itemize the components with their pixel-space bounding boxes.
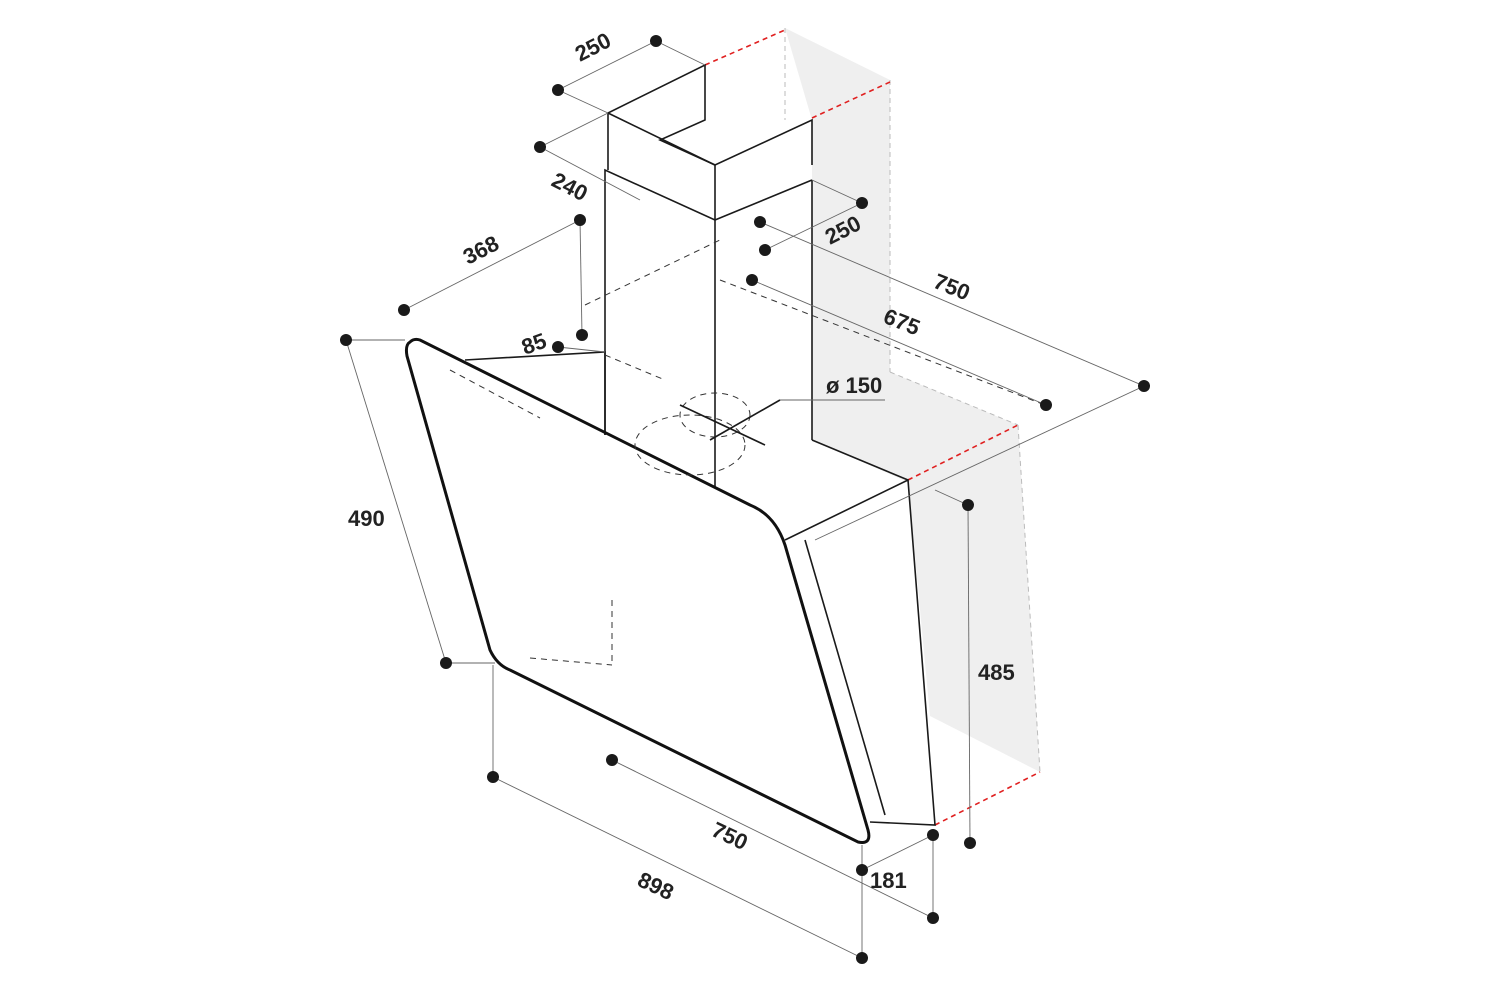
upper-chimney [607,63,813,170]
dim-label-240: 240 [548,167,592,206]
hidden-line [719,279,1046,406]
dim-label-485: 485 [978,660,1015,685]
wall-arrow [704,29,786,66]
dim-label-250-top: 250 [571,28,615,67]
upper-chimney-edge [607,112,716,166]
dim-label-750-front: 750 [708,817,752,855]
wall-arrow [934,771,1041,826]
dimension-lines [345,40,1145,959]
dim-label-duct-diameter: ø 150 [826,373,882,398]
dim-label-181: 181 [870,868,907,893]
hidden-line [449,369,541,419]
dim-label-368: 368 [459,231,503,270]
dim-label-898: 898 [634,867,678,905]
hidden-line [604,354,666,381]
wall-arrow [907,424,1019,481]
duct-hole [634,414,746,476]
side-panel-edge [804,539,886,816]
lower-chimney [604,168,813,435]
dimension-endpoints [340,35,1150,964]
glass-panel [404,337,871,844]
dim-label-490: 490 [348,506,385,531]
side-panel [784,478,936,826]
hidden-line [529,657,613,666]
wall-edge [1017,424,1041,773]
duct-axis [679,404,766,446]
duct-leader [709,399,781,441]
dim-label-750-top: 750 [930,268,973,305]
hidden-line [584,239,721,306]
wall-upper [785,28,1040,772]
top-back [811,439,909,481]
